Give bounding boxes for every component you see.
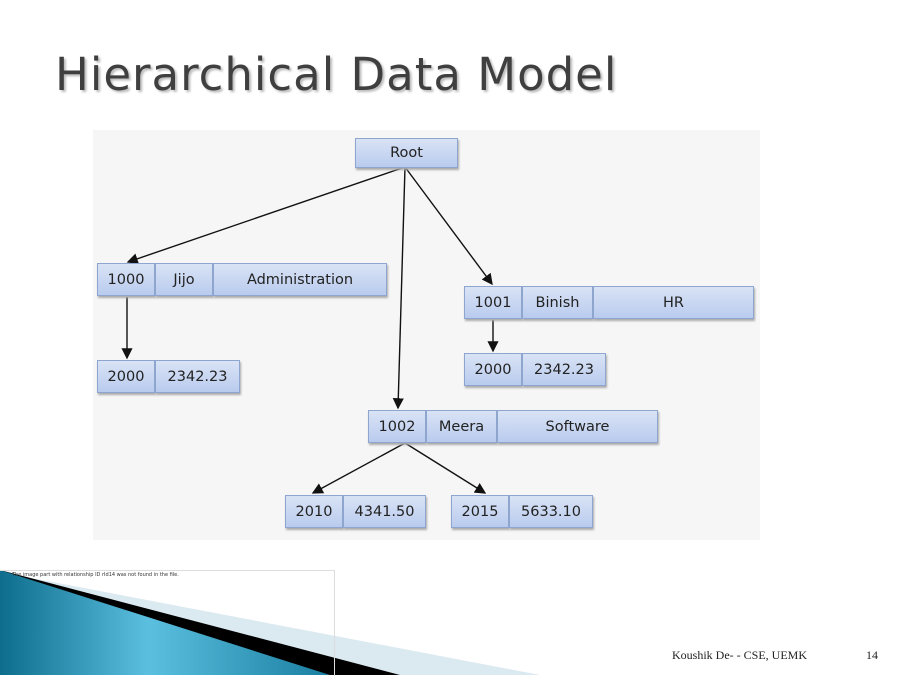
cell-dept: Administration [213,263,387,296]
cell-year: 2000 [97,360,155,393]
cell-name: Meera [426,410,497,443]
edge-root-1001 [404,166,493,286]
cell-dept: Software [497,410,658,443]
slide-corner-decoration [0,570,540,675]
edge-1002-2015 [404,442,487,494]
edge-root-1000 [126,166,406,265]
cell-amount: 2342.23 [155,360,240,393]
slide-title: Hierarchical Data Model [55,48,618,101]
node-1001: 1001 Binish HR [464,286,754,319]
cell-dept: HR [593,286,754,319]
node-1000-salary: 2000 2342.23 [97,360,240,393]
diagram-background [93,130,760,540]
cell-year: 2015 [451,495,509,528]
broken-image-placeholder [0,570,335,676]
node-1001-salary: 2000 2342.23 [464,353,606,386]
cell-name: Binish [522,286,593,319]
cell-name: Jijo [155,263,213,296]
node-root: Root [355,138,458,171]
cell-id: 1001 [464,286,522,319]
edge-root-1002 [392,166,406,410]
cell-id: 1000 [97,263,155,296]
node-1002-salary-2010: 2010 4341.50 [285,495,426,528]
cell-year: 2000 [464,353,522,386]
cell-amount: 5633.10 [509,495,593,528]
page-number: 14 [866,648,878,662]
cell-amount: 2342.23 [522,353,606,386]
root-cell: Root [355,138,458,168]
node-1002-salary-2015: 2015 5633.10 [451,495,593,528]
broken-image-text: The image part with relationship ID rId1… [12,572,179,578]
edge-1002-2010 [311,442,406,494]
cell-id: 1002 [368,410,426,443]
node-1002: 1002 Meera Software [368,410,658,443]
cell-year: 2010 [285,495,343,528]
footer-author: Koushik De- - CSE, UEMK [672,648,807,662]
node-1000: 1000 Jijo Administration [97,263,387,296]
cell-amount: 4341.50 [343,495,426,528]
